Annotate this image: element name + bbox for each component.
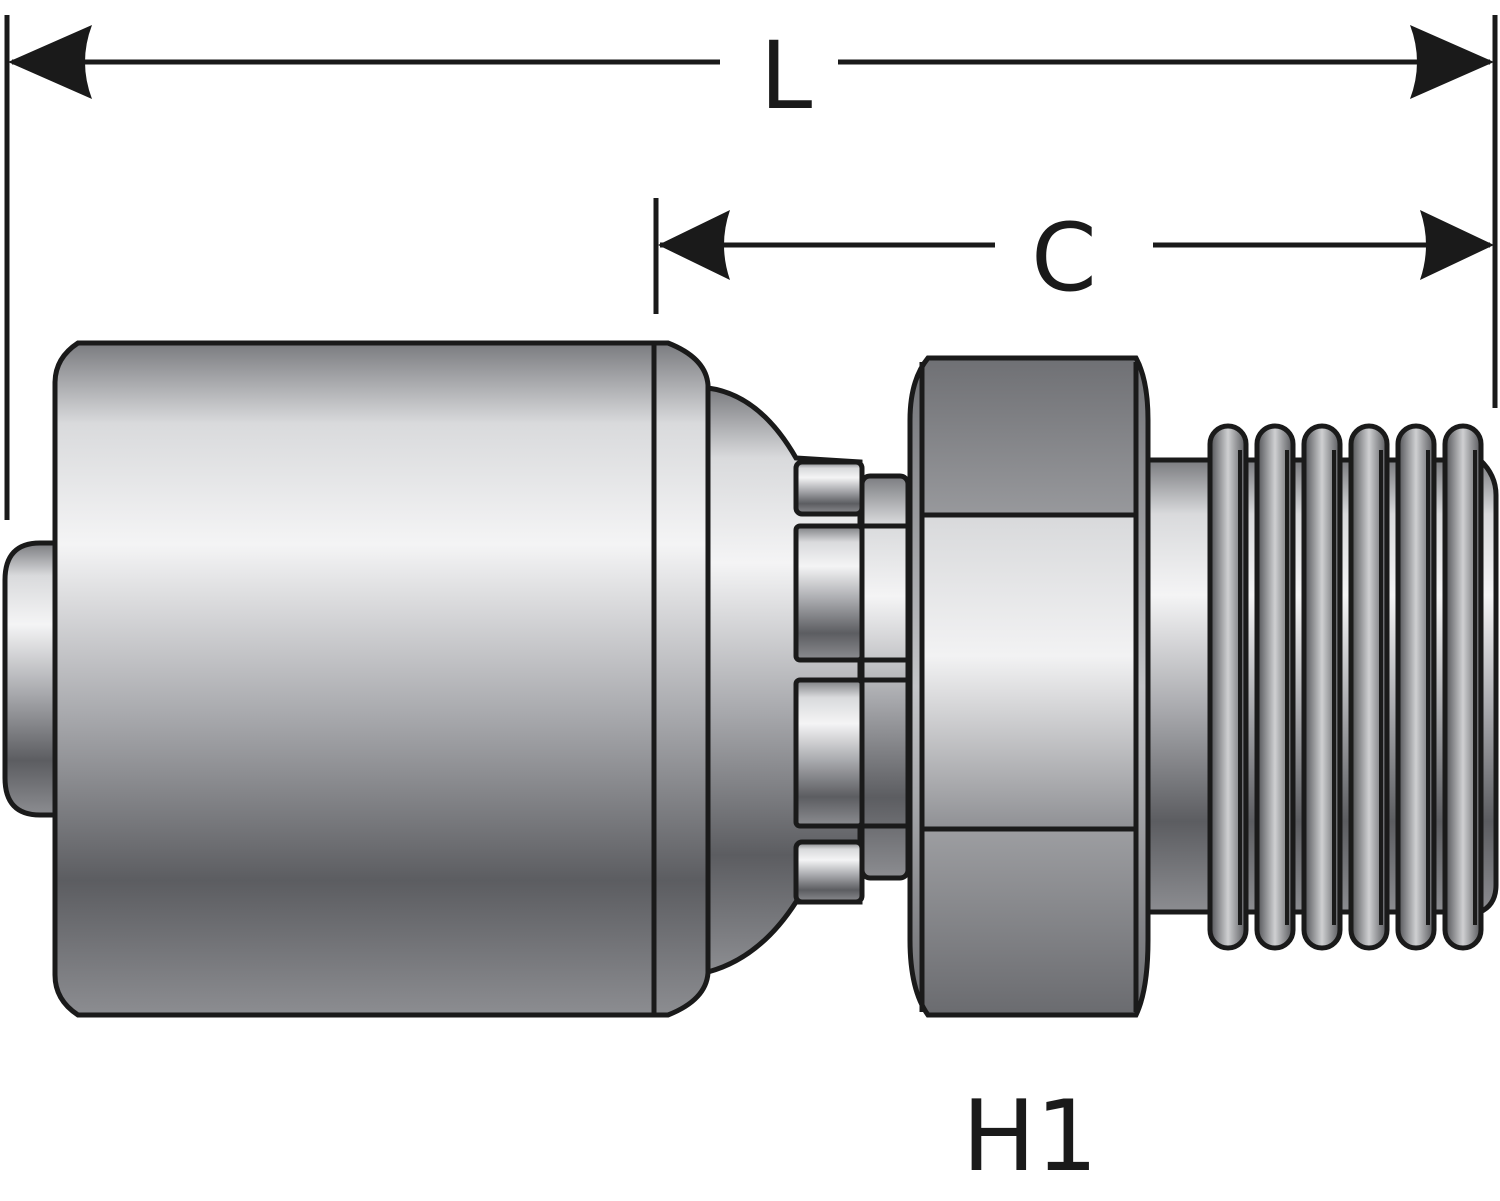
collar-segment <box>793 459 865 517</box>
thread-coil <box>1207 423 1249 951</box>
dimension-c: C <box>653 198 1494 314</box>
collar-segment <box>793 677 865 829</box>
thread-coil <box>1348 423 1390 951</box>
threaded-stud <box>1145 423 1499 951</box>
dimension-label-l: L <box>760 22 812 131</box>
dimension-label-c: C <box>1031 204 1097 313</box>
arrowhead-right-icon <box>1410 25 1494 99</box>
dimension-l: L <box>4 15 1498 520</box>
thread-coil <box>1395 423 1437 951</box>
thread-coil <box>1442 423 1484 951</box>
hose-stub <box>2 540 58 818</box>
thread-coil <box>1254 423 1296 951</box>
collar-segment <box>793 839 865 905</box>
arrowhead-right-icon <box>1420 210 1494 280</box>
hex-nut <box>907 355 1151 1018</box>
dimension-label-h1: H1 <box>962 1080 1098 1194</box>
crimp-collar <box>793 459 911 905</box>
ferrule-sleeve <box>52 340 711 1018</box>
arrowhead-left-icon <box>658 210 730 280</box>
thread-coil <box>1301 423 1343 951</box>
collar-segment <box>793 523 865 663</box>
collar-ring <box>859 473 911 881</box>
arrowhead-left-icon <box>8 25 92 99</box>
hex-flat-face <box>922 515 1136 829</box>
